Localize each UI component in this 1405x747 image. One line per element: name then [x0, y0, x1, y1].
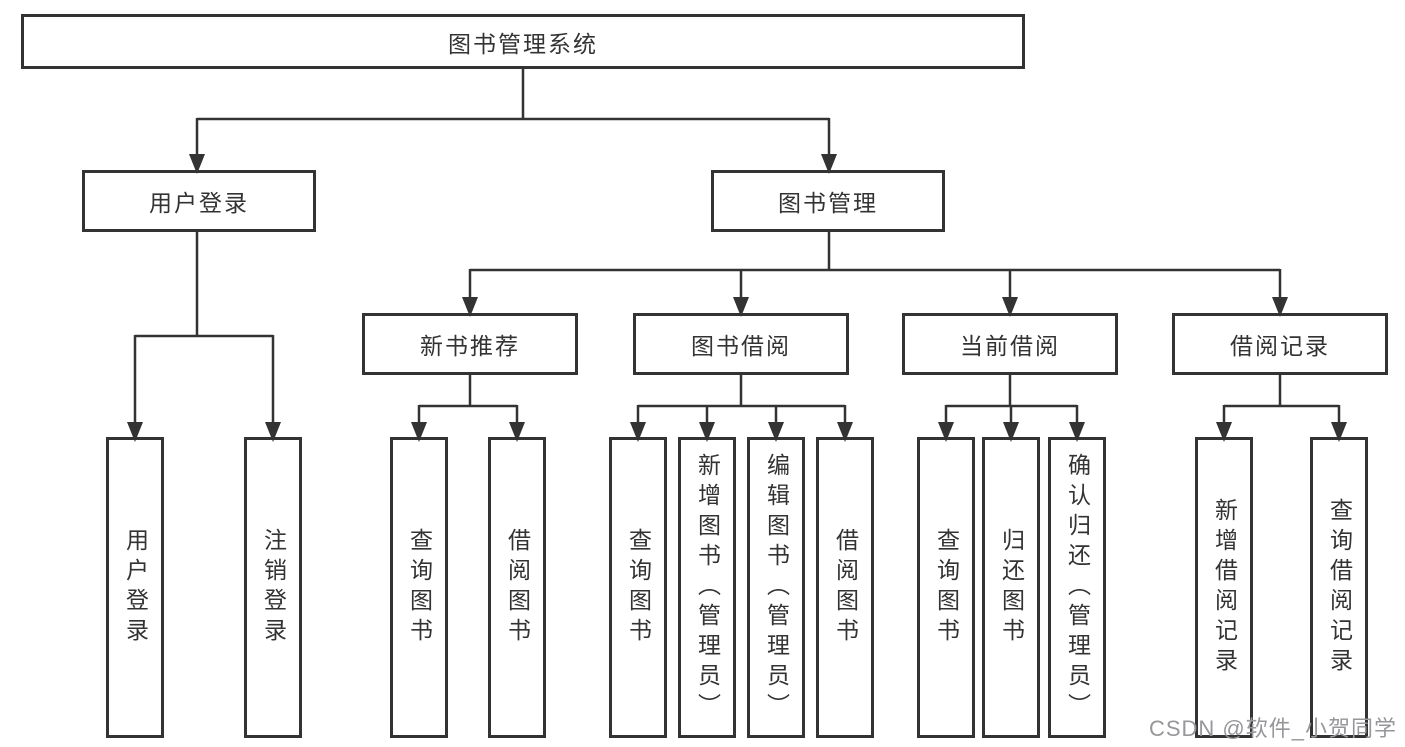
node-label: 当前借阅	[960, 333, 1060, 359]
node-label: 查询图书	[406, 527, 433, 648]
node-label: 查询图书	[933, 527, 960, 648]
node-book-borrowing: 图书借阅	[633, 313, 849, 375]
node-label: 借阅图书	[832, 527, 859, 648]
leaf-add-books-admin: 新增图书（管理员）	[678, 437, 736, 738]
connector-new-book-recommendation-children	[411, 375, 525, 442]
leaf-query-books-borrowing: 查询图书	[609, 437, 667, 738]
node-label: 编辑图书（管理员）	[763, 452, 790, 723]
watermark: CSDN @软件_小贺同学	[1148, 716, 1397, 741]
connector-root-to-level2	[189, 69, 837, 174]
node-label: 图书管理	[778, 190, 878, 216]
node-label: 新增图书（管理员）	[694, 452, 721, 723]
node-label: 归还图书	[998, 527, 1025, 648]
node-label: 新书推荐	[420, 333, 520, 359]
connector-current-borrowing-children	[938, 375, 1085, 442]
node-label: 查询借阅记录	[1326, 497, 1353, 678]
leaf-borrow-books-recommend: 借阅图书	[488, 437, 546, 738]
node-label: 借阅记录	[1230, 333, 1330, 359]
node-label: 图书借阅	[691, 333, 791, 359]
leaf-logout-login: 注销登录	[244, 437, 302, 738]
node-borrowing-records: 借阅记录	[1172, 313, 1388, 375]
leaf-add-borrowing-record: 新增借阅记录	[1195, 437, 1253, 738]
node-book-management: 图书管理	[711, 170, 945, 232]
connector-user-login-children	[127, 232, 281, 442]
node-new-book-recommendation: 新书推荐	[362, 313, 578, 375]
connector-book-borrowing-children	[630, 375, 853, 442]
leaf-return-books: 归还图书	[982, 437, 1040, 738]
node-current-borrowing: 当前借阅	[902, 313, 1118, 375]
node-label: 注销登录	[260, 527, 287, 648]
leaf-query-books-current: 查询图书	[917, 437, 975, 738]
node-user-login: 用户登录	[82, 170, 316, 232]
node-label: 新增借阅记录	[1211, 497, 1238, 678]
leaf-confirm-return-admin: 确认归还（管理员）	[1048, 437, 1106, 738]
node-label: 查询图书	[625, 527, 652, 648]
node-label: 图书管理系统	[448, 30, 598, 57]
node-label: 借阅图书	[504, 527, 531, 648]
leaf-borrow-books-borrowing: 借阅图书	[816, 437, 874, 738]
node-label: 确认归还（管理员）	[1064, 452, 1091, 723]
node-label: 用户登录	[122, 527, 149, 648]
leaf-user-login: 用户登录	[106, 437, 164, 738]
connector-borrowing-records-children	[1216, 375, 1347, 442]
connector-book-management-children	[462, 232, 1288, 317]
node-book-management-system: 图书管理系统	[21, 14, 1025, 69]
leaf-query-books-recommend: 查询图书	[390, 437, 448, 738]
leaf-edit-books-admin: 编辑图书（管理员）	[747, 437, 805, 738]
node-label: 用户登录	[149, 190, 249, 216]
leaf-query-borrowing-record: 查询借阅记录	[1310, 437, 1368, 738]
